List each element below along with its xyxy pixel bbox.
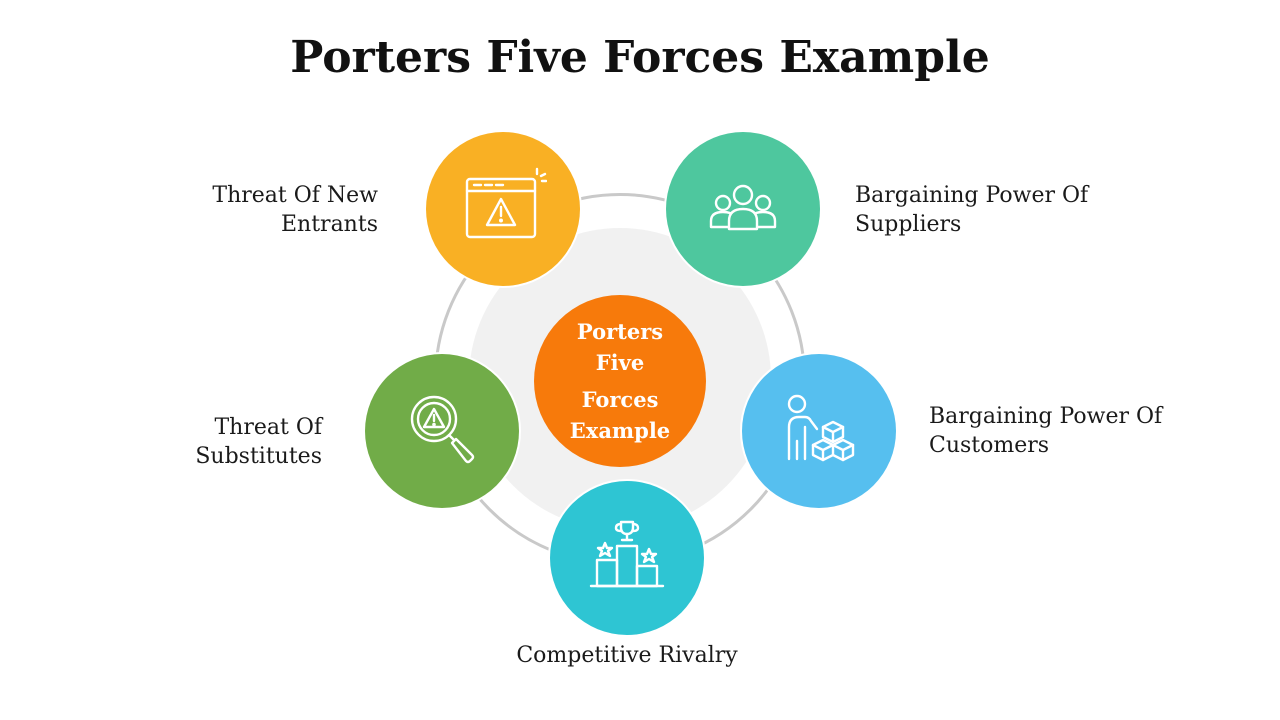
label-new-entrants: Threat Of New Entrants bbox=[176, 181, 378, 239]
label-substitutes-line1: Threat Of bbox=[214, 415, 322, 440]
label-substitutes: Threat Of Substitutes bbox=[150, 413, 322, 471]
label-customers: Bargaining Power Of Customers bbox=[929, 402, 1179, 460]
node-new-entrants bbox=[426, 132, 580, 286]
browser-warning-icon bbox=[465, 167, 547, 239]
group-icon bbox=[709, 184, 777, 231]
center-label-line2: Five bbox=[595, 350, 645, 375]
page-title: Porters Five Forces Example bbox=[290, 32, 990, 83]
node-suppliers bbox=[666, 132, 820, 286]
magnifier-warning-icon bbox=[410, 395, 475, 464]
label-customers-line2: Customers bbox=[929, 433, 1050, 458]
label-customers-line1: Bargaining Power Of bbox=[929, 404, 1163, 429]
podium-trophy-icon bbox=[589, 520, 665, 588]
center-label-line3: Forces bbox=[581, 387, 659, 412]
center-label-line4: Example bbox=[569, 418, 671, 443]
label-rivalry-line1: Competitive Rivalry bbox=[516, 643, 738, 668]
person-boxes-icon bbox=[787, 394, 855, 462]
label-substitutes-line2: Substitutes bbox=[195, 444, 322, 469]
center-label: Porters Five Forces Example bbox=[555, 316, 685, 446]
node-customers bbox=[742, 354, 896, 508]
center-label-line1: Porters bbox=[576, 319, 664, 344]
label-new-entrants-line2: Entrants bbox=[280, 212, 378, 237]
label-suppliers-line2: Suppliers bbox=[855, 212, 962, 237]
label-new-entrants-line1: Threat Of New bbox=[212, 183, 378, 208]
label-rivalry: Competitive Rivalry bbox=[490, 641, 764, 670]
center-circle: Porters Five Forces Example bbox=[534, 295, 706, 467]
node-substitutes bbox=[365, 354, 519, 508]
label-suppliers-line1: Bargaining Power Of bbox=[855, 183, 1089, 208]
label-suppliers: Bargaining Power Of Suppliers bbox=[855, 181, 1105, 239]
node-rivalry bbox=[550, 481, 704, 635]
